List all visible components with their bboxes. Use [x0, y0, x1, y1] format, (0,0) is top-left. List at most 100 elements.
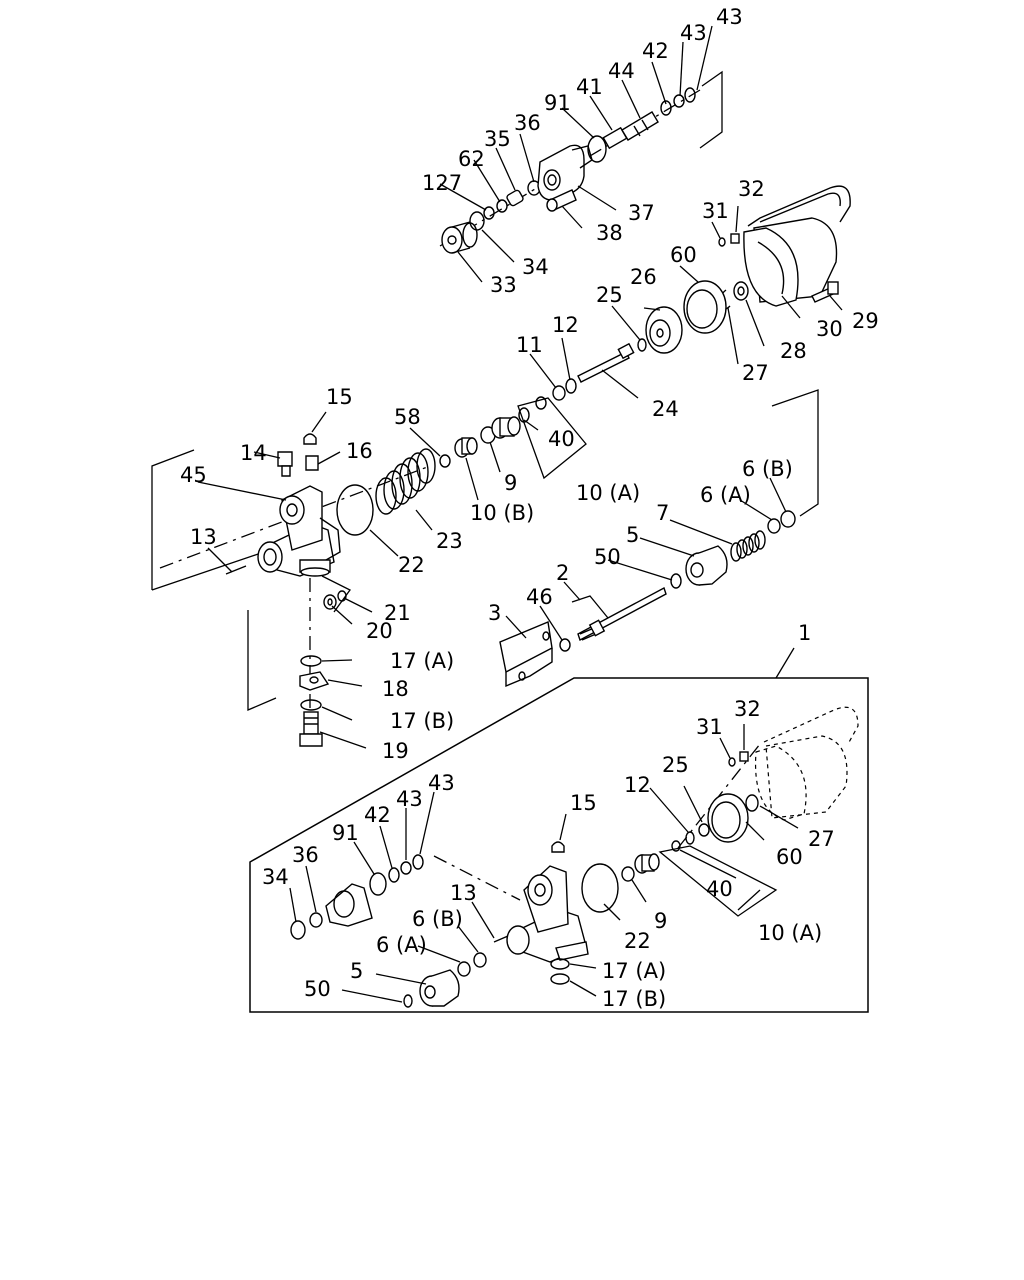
- part-11-ring: [552, 385, 566, 401]
- kit-callout-32: 32: [734, 697, 761, 721]
- bracket: [771, 389, 819, 517]
- kit-callout-91: 91: [332, 821, 359, 845]
- kit-part-13: [493, 935, 509, 943]
- part-17a-washer: [300, 655, 322, 667]
- callout-60: 60: [670, 243, 697, 267]
- kit-part-6b: [473, 952, 487, 968]
- part-60-seal: [683, 280, 727, 334]
- kit-part-6a: [457, 961, 471, 977]
- callout-6b: 6 (B): [742, 457, 793, 481]
- callout-19: 19: [382, 739, 409, 763]
- callout-25: 25: [596, 283, 623, 307]
- part-43-ring-a: [673, 94, 685, 108]
- bracket: [699, 70, 723, 149]
- callout-17b: 17 (B): [390, 709, 454, 733]
- kit-callout-12: 12: [624, 773, 651, 797]
- part-40-ring: [518, 407, 530, 423]
- part-91-o-ring: [587, 135, 607, 163]
- kit-callout-17b: 17 (B): [602, 987, 666, 1011]
- kit-callout-9: 9: [654, 909, 667, 933]
- rod-group: [499, 510, 796, 688]
- part-31-ring: [718, 237, 726, 247]
- kit-callout-15: 15: [570, 791, 597, 815]
- part-13-pin: [225, 565, 247, 575]
- callout-3: 3: [488, 601, 501, 625]
- callout-41: 41: [576, 75, 603, 99]
- callout-20: 20: [366, 619, 393, 643]
- kit-part-43a: [400, 861, 412, 875]
- bracket: [247, 610, 277, 711]
- kit-valve-body: [325, 883, 373, 927]
- kit-part-31: [728, 757, 736, 767]
- part-5-piston: [685, 545, 728, 586]
- bracket: [151, 449, 271, 591]
- kit-part-15: [551, 841, 565, 853]
- kit-part-50: [403, 994, 413, 1008]
- callout-38: 38: [596, 221, 623, 245]
- axis-line: [433, 855, 521, 901]
- part-6b-ring: [780, 510, 796, 528]
- callout-10a: 10 (A): [576, 481, 640, 505]
- part-32-plug: [730, 233, 740, 244]
- part-29-bolt: [811, 281, 839, 303]
- bracket: [571, 595, 609, 619]
- seal-group: [336, 396, 587, 536]
- callout-40: 40: [548, 427, 575, 451]
- part-127-ring: [483, 206, 495, 220]
- leader-lines: [197, 25, 843, 1003]
- part-58-ring: [439, 454, 451, 468]
- kit-callout-17a: 17 (A): [602, 959, 666, 983]
- axis-line: [159, 465, 431, 569]
- part-11b-ring: [535, 396, 547, 410]
- callout-62: 62: [458, 147, 485, 171]
- kit-callout-42: 42: [364, 803, 391, 827]
- callout-36: 36: [514, 111, 541, 135]
- callout-17a: 17 (A): [390, 649, 454, 673]
- part-26-piston: [645, 306, 683, 354]
- callout-12: 12: [552, 313, 579, 337]
- callout-24: 24: [652, 397, 679, 421]
- kit-part-43b: [412, 854, 424, 870]
- callout-11: 11: [516, 333, 543, 357]
- part-34-ring: [469, 211, 485, 231]
- kit-part-17b: [550, 973, 570, 985]
- kit-callout-13: 13: [450, 881, 477, 905]
- callout-18: 18: [382, 677, 409, 701]
- part-17b-washer: [300, 699, 322, 711]
- kit-callout-10a: 10 (A): [758, 921, 822, 945]
- kit-part-32: [739, 751, 749, 762]
- bracket: [517, 397, 587, 480]
- cylinder-group: [552, 185, 851, 517]
- part-50-ring: [670, 573, 682, 589]
- callout-5: 5: [626, 523, 639, 547]
- callout-28: 28: [780, 339, 807, 363]
- part-20-nut: [323, 594, 337, 610]
- kit-part-42: [388, 867, 400, 883]
- kit-callout-36: 36: [292, 843, 319, 867]
- callout-10b: 10 (B): [470, 501, 534, 525]
- callout-35: 35: [484, 127, 511, 151]
- kit-part-10a: [634, 853, 660, 874]
- callout-14: 14: [240, 441, 267, 465]
- bracket: [658, 845, 778, 917]
- kit-callout-43: 43: [396, 787, 423, 811]
- kit-callout-6b: 6 (B): [412, 907, 463, 931]
- callout-29: 29: [852, 309, 879, 333]
- callout-37: 37: [628, 201, 655, 225]
- part-6a-ring: [767, 518, 781, 534]
- part-15-cap: [303, 433, 317, 445]
- callout-9: 9: [504, 471, 517, 495]
- kit-part-12: [685, 831, 695, 845]
- repair-kit-inset: [249, 677, 869, 1013]
- part-62-ring: [496, 199, 508, 213]
- kit-part-5: [419, 969, 460, 1007]
- callout-34: 34: [522, 255, 549, 279]
- callout-15: 15: [326, 385, 353, 409]
- main-body-group: [151, 433, 431, 747]
- part-23-spring: [375, 448, 436, 515]
- part-22-o-ring: [336, 484, 374, 536]
- part-19-bolt: [299, 711, 323, 747]
- part-24-push-rod: [577, 342, 635, 383]
- callout-58: 58: [394, 405, 421, 429]
